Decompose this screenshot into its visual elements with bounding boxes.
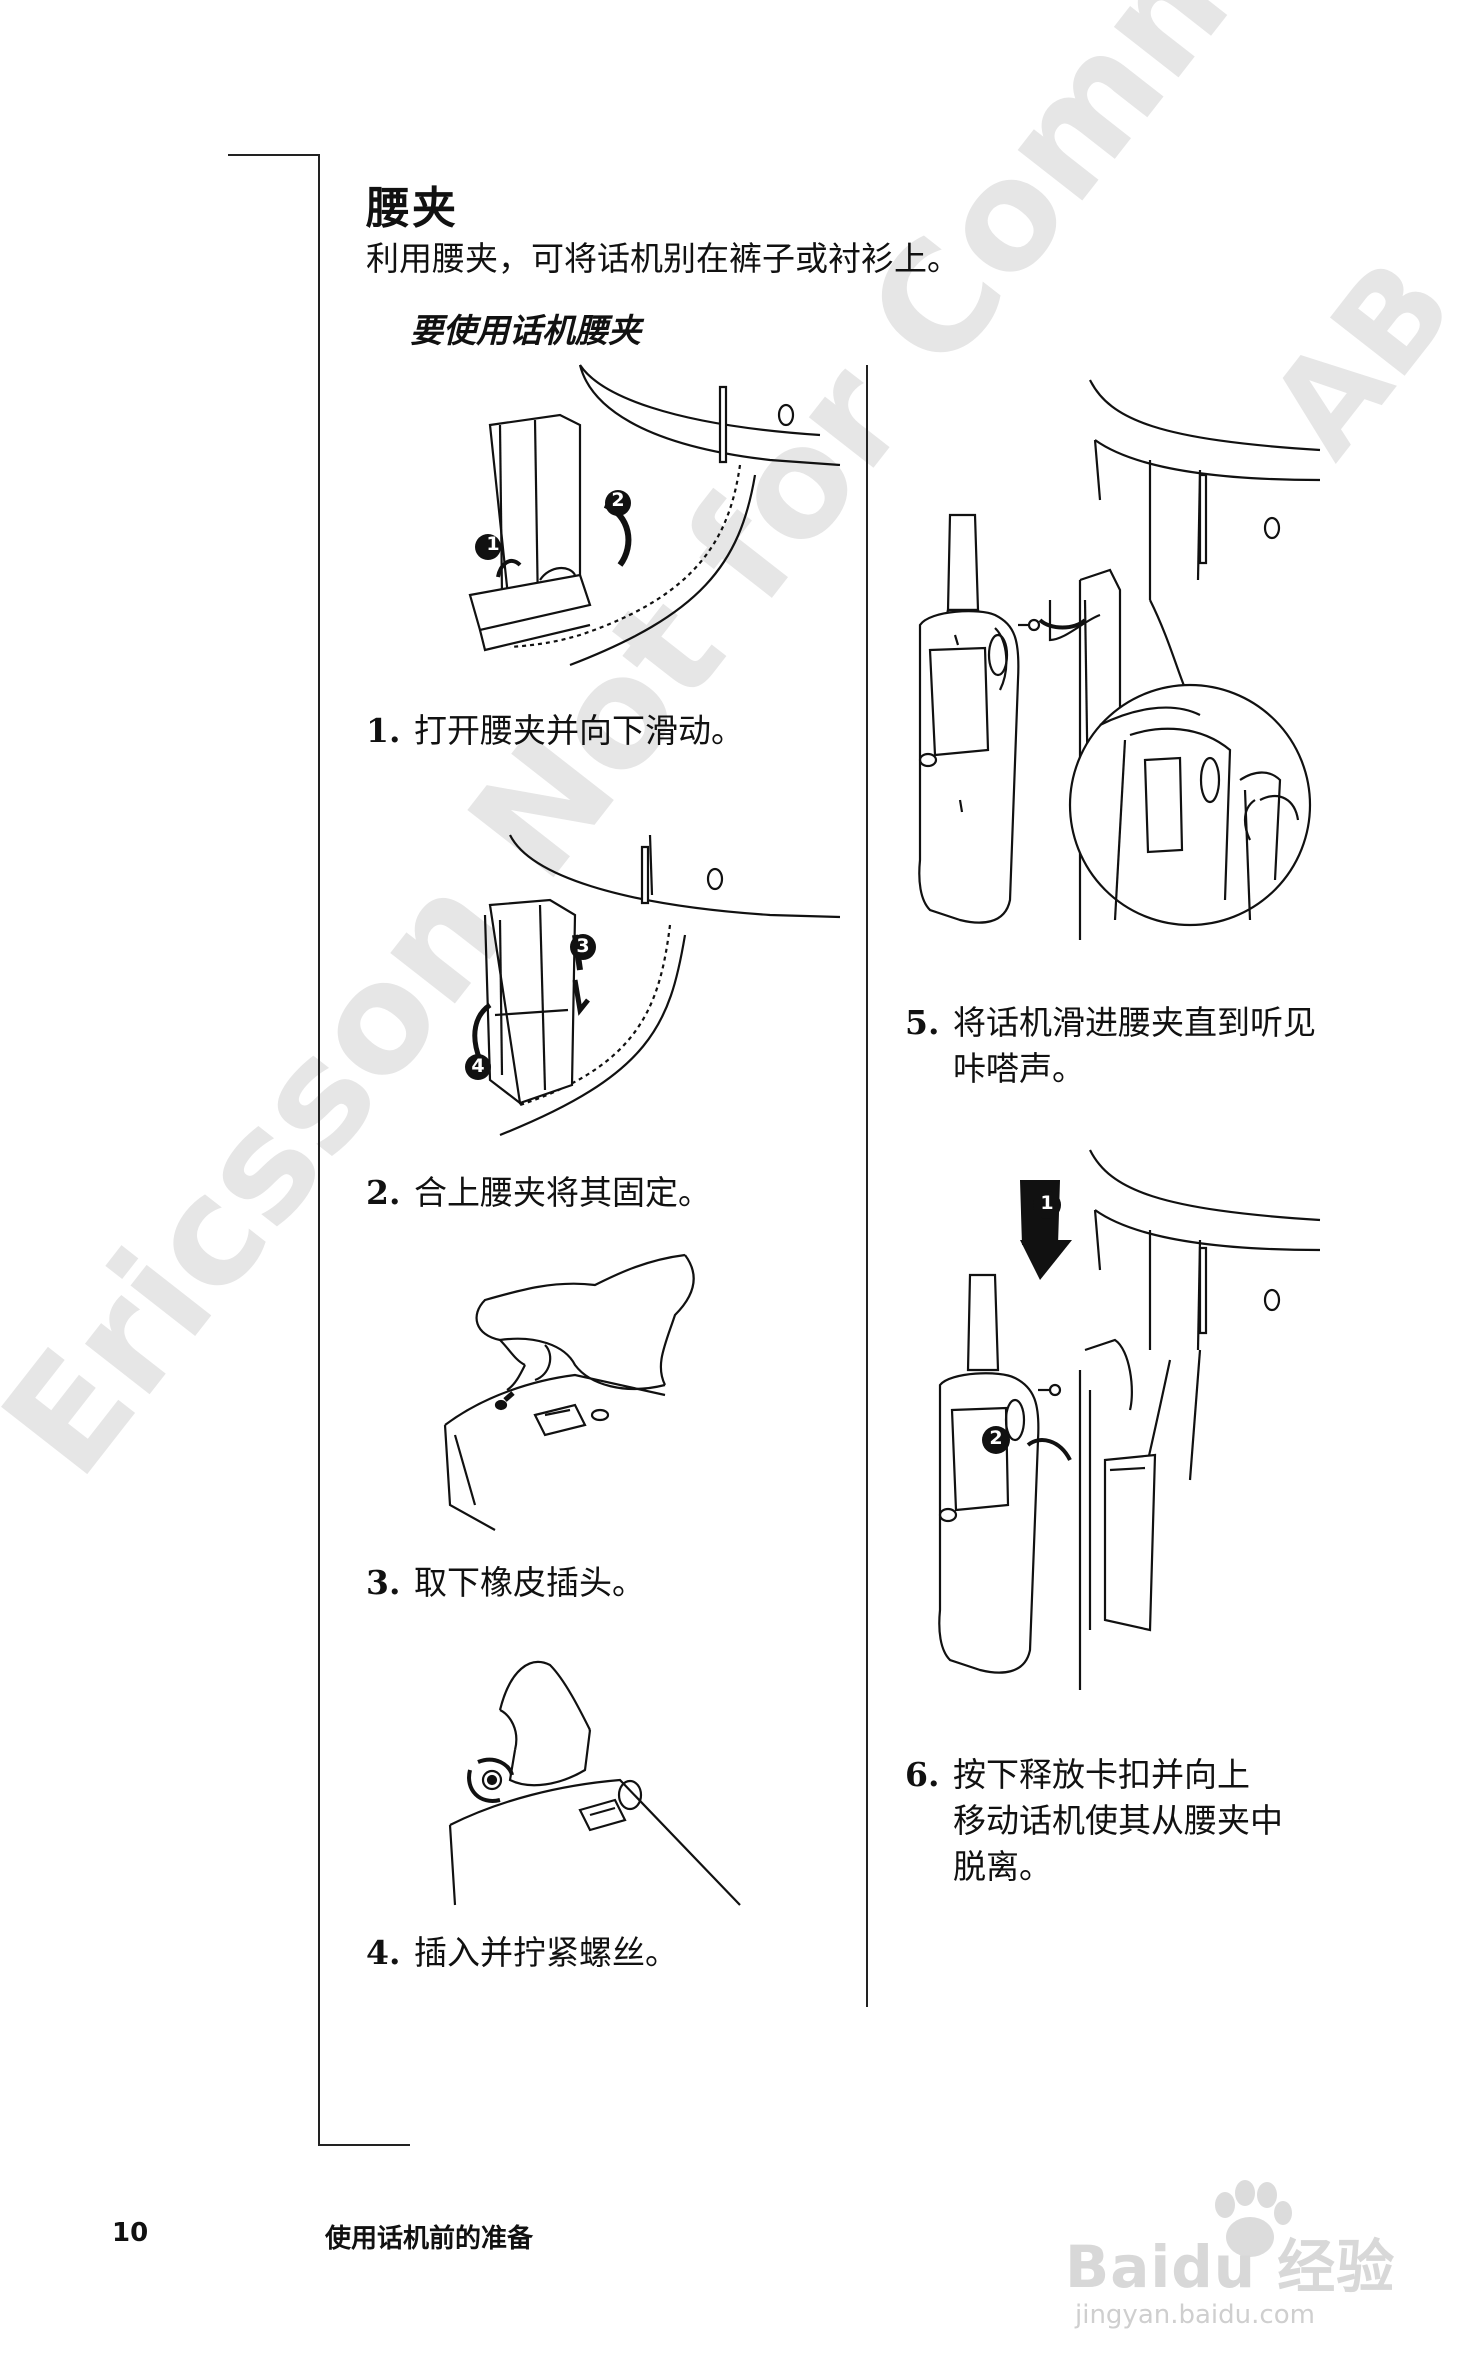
illustration-close-clip	[465, 835, 850, 1135]
illustration-remove-plug	[425, 1255, 705, 1530]
step-number: 4.	[366, 1933, 401, 1972]
step-number: 5.	[905, 1003, 940, 1042]
step-text-line: 将话机滑进腰夹直到听见	[953, 1003, 1316, 1042]
step-1: 1. 打开腰夹并向下滑动。	[366, 708, 744, 754]
callout-1: 1	[486, 533, 500, 555]
illustration-release-phone	[900, 1150, 1330, 1710]
step-2: 2. 合上腰夹将其固定。	[366, 1170, 711, 1216]
page-title: 腰夹	[366, 183, 458, 234]
illustration-slide-phone-in	[900, 380, 1330, 950]
sub-heading: 要使用话机腰夹	[410, 311, 641, 350]
step-4: 4. 插入并拧紧螺丝。	[366, 1930, 678, 1976]
margin-rule-vertical	[318, 154, 320, 2146]
baidu-url: jingyan.baidu.com	[1075, 2300, 1315, 2330]
chapter-title: 使用话机前的准备	[325, 2224, 534, 2254]
step-text-line: 按下释放卡扣并向上	[953, 1755, 1250, 1794]
column-divider	[866, 365, 868, 2007]
step-text: 插入并拧紧螺丝。	[414, 1933, 678, 1972]
step-5: 5. 将话机滑进腰夹直到听见 咔嗒声。	[905, 1000, 1316, 1092]
callout-2: 2	[611, 489, 625, 511]
callout-1: 1	[1040, 1192, 1054, 1214]
step-number: 2.	[366, 1173, 401, 1212]
paw-icon	[1215, 2180, 1292, 2257]
margin-rule-top	[228, 154, 320, 156]
callout-3: 3	[576, 935, 590, 957]
callout-2: 2	[989, 1427, 1003, 1449]
step-text-line: 移动话机使其从腰夹中	[953, 1801, 1283, 1840]
page-number: 10	[112, 2218, 149, 2248]
step-text-line: 咔嗒声。	[953, 1049, 1085, 1088]
illustration-open-clip	[440, 365, 850, 685]
step-text: 合上腰夹将其固定。	[414, 1173, 711, 1212]
step-number: 1.	[366, 711, 401, 750]
step-text: 打开腰夹并向下滑动。	[414, 711, 744, 750]
step-number: 3.	[366, 1563, 401, 1602]
callout-4: 4	[471, 1055, 485, 1077]
step-6: 6. 按下释放卡扣并向上 移动话机使其从腰夹中 脱离。	[905, 1752, 1283, 1890]
baidu-logo-text: Baidu 经验	[1065, 2233, 1396, 2301]
margin-rule-bottom	[318, 2144, 410, 2146]
step-number: 6.	[905, 1755, 940, 1794]
step-text-line: 脱离。	[953, 1847, 1052, 1886]
step-text: 取下橡皮插头。	[414, 1563, 645, 1602]
illustration-insert-screw	[440, 1650, 740, 1905]
step-3: 3. 取下橡皮插头。	[366, 1560, 645, 1606]
intro-text: 利用腰夹，可将话机别在裤子或衬衫上。	[366, 239, 960, 278]
